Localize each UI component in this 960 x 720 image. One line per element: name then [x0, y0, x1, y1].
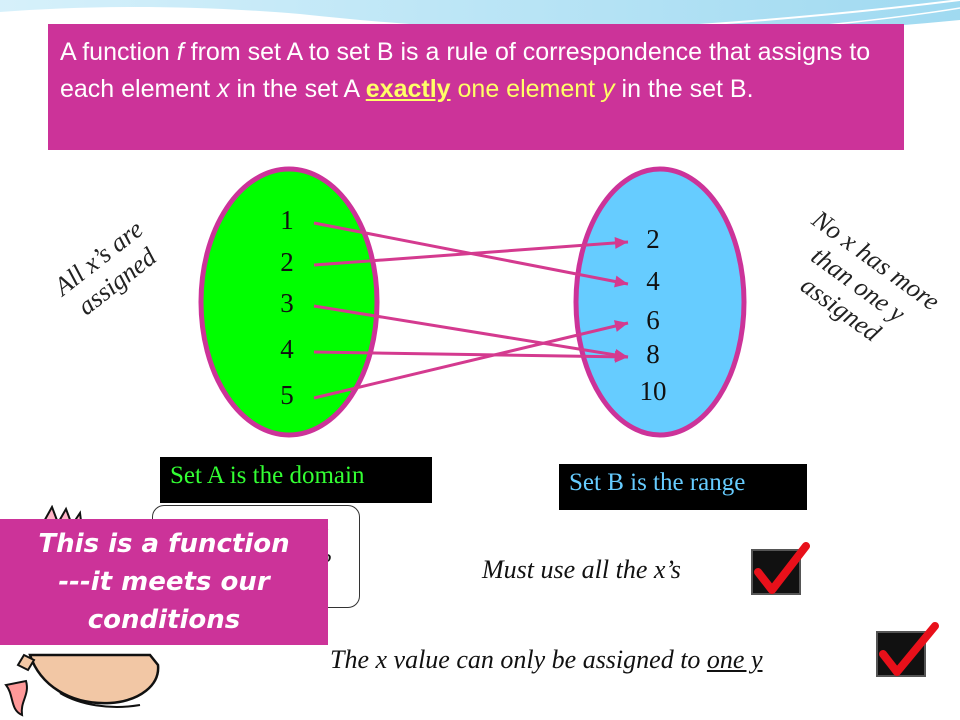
set-a-element: 2: [280, 247, 294, 277]
mapping-arrow: [313, 350, 629, 363]
mapping-arrow-head: [614, 350, 628, 363]
condition-text: The x value can only be assigned to: [330, 645, 707, 674]
mapping-arrow-head: [614, 236, 628, 249]
set-b-element: 4: [646, 266, 660, 296]
banner-line: ---it meets our: [58, 567, 270, 597]
function-conclusion-banner: This is a function ---it meets our condi…: [0, 519, 328, 645]
set-b-element: 10: [640, 376, 667, 406]
mapping-arrow: [313, 320, 629, 400]
definition-exactly: exactly: [365, 75, 451, 103]
banner-line: This is a function: [38, 529, 290, 559]
set-b-element: 2: [646, 224, 660, 254]
set-a-element: 4: [280, 334, 294, 364]
checkbox-check-icon: [751, 542, 810, 595]
set-a-label: Set A is the domain: [160, 457, 432, 503]
mapping-arrows: [313, 221, 629, 400]
definition-var-y: y: [602, 75, 615, 103]
definition-text: from set A to set B is a rule of corresp…: [60, 38, 871, 103]
set-b-label: Set B is the range: [559, 464, 807, 510]
mapping-arrow-line: [313, 304, 629, 359]
definition-var-x: x: [217, 75, 230, 103]
definition-box: A function f from set A to set B is a ru…: [48, 24, 904, 150]
set-b-element: 6: [646, 305, 660, 335]
set-a-elements: 1 2 3 4 5: [280, 205, 294, 410]
condition-one-y: The x value can only be assigned to one …: [330, 645, 763, 675]
definition-text: A function: [60, 38, 177, 66]
mapping-arrow-head: [613, 320, 628, 332]
set-a-oval: [198, 166, 380, 438]
definition-text: in the set B.: [614, 75, 754, 103]
condition-underlined: one y: [706, 645, 763, 674]
set-a-element: 3: [280, 288, 294, 318]
mapping-arrow-line: [313, 321, 629, 400]
definition-text: one element: [450, 75, 603, 103]
set-b-elements: 2 4 6 8 10: [640, 224, 667, 406]
set-b-oval: [573, 166, 747, 438]
checkbox-check-icon: [876, 622, 939, 677]
banner-line: conditions: [87, 605, 241, 635]
definition-text: in the set A: [229, 75, 366, 103]
condition-use-all-x: Must use all the x’s: [482, 555, 681, 584]
mapping-arrow-line: [313, 240, 629, 267]
mapping-arrow-head: [614, 275, 628, 288]
definition-var-f: f: [176, 38, 184, 66]
set-b-element: 8: [646, 339, 660, 369]
set-a-element: 5: [280, 380, 294, 410]
mapping-arrow: [313, 236, 629, 267]
set-a-element: 1: [280, 205, 294, 235]
mapping-arrow-line: [313, 350, 629, 359]
